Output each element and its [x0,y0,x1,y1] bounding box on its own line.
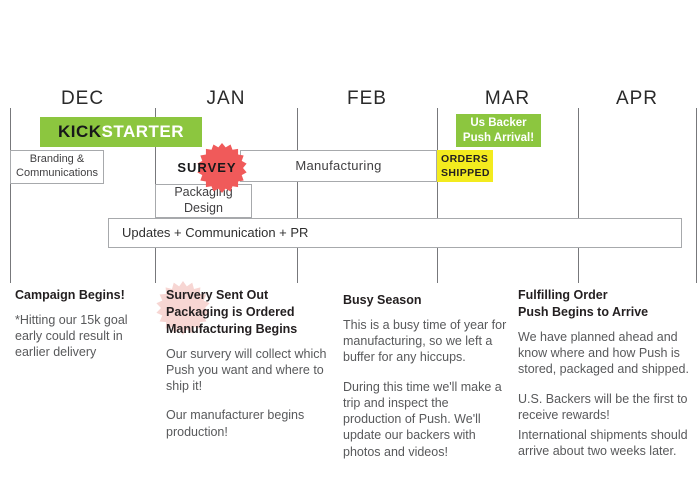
us-backer-line2: Push Arrival! [462,131,535,144]
kickstarter-logo-starter: STARTER [101,122,185,141]
manufacturing-label: Manufacturing [295,157,382,173]
orders-shipped-flag: ORDERS SHIPPED [437,150,493,182]
note-paragraph: International shipments should arrive ab… [518,428,688,459]
note-column-fulfilling: Fulfilling Order Push Begins to Arrive W… [518,287,698,473]
note-paragraph: *Hitting our 15k goal early could result… [15,312,128,360]
note-starburst-icon [156,281,210,335]
kickstarter-logo-kick: KICK [57,122,102,141]
packaging-design-box: Packaging Design [155,184,252,218]
month-divider-line [578,108,579,283]
manufacturing-box: Manufacturing [240,150,437,182]
note-paragraph: This is a busy time of year for manufact… [343,317,507,365]
survey-label: SURVEY [177,160,237,175]
note-column-campaign: Campaign Begins! *Hitting our 15k goal e… [15,287,155,374]
us-backer-line1: Us Backer [470,116,527,129]
note-column-busy-season: Busy Season This is a busy time of year … [343,292,507,473]
note-paragraph: During this time we'll make a trip and i… [343,379,502,459]
month-label-mar: MAR [484,88,531,109]
us-backer-push-arrival-flag: Us Backer Push Arrival! [456,114,541,147]
note-paragraph: U.S. Backers will be the first to receiv… [518,391,688,422]
month-label-dec: DEC [60,88,105,109]
note-heading: Campaign Begins! [15,288,125,302]
updates-label: Updates + Communication + PR [122,224,309,240]
survey-starburst-icon [197,143,247,193]
month-divider-line [10,108,11,283]
note-paragraph: We have planned ahead and know where and… [518,329,689,377]
branding-communications-box: Branding & Communications [10,150,104,184]
packaging-label: Packaging Design [174,185,233,215]
orders-line2: SHIPPED [441,167,490,179]
month-label-apr: APR [615,88,659,109]
note-heading: Fulfilling Order Push Begins to Arrive [518,288,649,319]
branding-label: Branding & Communications [16,153,98,179]
note-column-survey: Survery Sent Out Packaging is Ordered Ma… [166,287,330,453]
orders-line1: ORDERS [441,152,489,165]
month-divider-line [696,108,697,283]
month-label-feb: FEB [347,88,387,109]
updates-communication-pr-box: Updates + Communication + PR [108,218,682,248]
month-divider-line [297,108,298,283]
note-heading: Busy Season [343,293,422,307]
month-label-jan: JAN [206,88,246,109]
note-paragraph: Our manufacturer begins production! [166,408,305,439]
note-paragraph: Our survery will collect which Push you … [166,346,327,394]
month-divider-line [437,108,438,283]
note-heading: Survery Sent Out Packaging is Ordered Ma… [166,288,298,336]
